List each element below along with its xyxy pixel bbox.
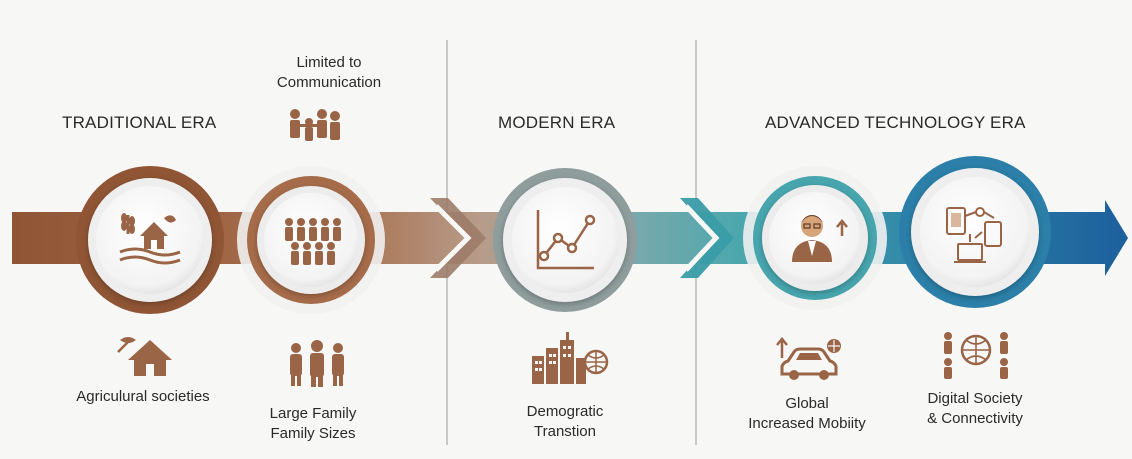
milestone-mobility xyxy=(743,166,887,310)
milestone-digital xyxy=(899,156,1051,308)
village-house-icon xyxy=(117,337,172,376)
family-icon xyxy=(290,340,344,387)
era-title-modern: MODERN ERA xyxy=(498,113,616,132)
chevron-divider-icon xyxy=(684,204,720,272)
caption-digital: Digital Society & Connectivity xyxy=(927,390,1023,427)
milestone-demographic xyxy=(493,168,637,312)
chevron-divider-icon xyxy=(434,204,472,272)
era-title-traditional: TRADITIONAL ERA xyxy=(62,113,217,132)
farm-house-icon xyxy=(119,213,181,265)
caption-communication: Limited to Communication xyxy=(276,54,382,91)
chevron-divider-icon xyxy=(680,198,734,278)
people-group-icon xyxy=(290,109,340,141)
global-network-icon xyxy=(944,332,1008,379)
city-buildings-icon xyxy=(532,332,609,384)
caption-mobility: Global Increased Mobiity xyxy=(748,395,866,432)
chevron-divider-icon xyxy=(430,198,486,278)
growth-chart-icon xyxy=(536,210,596,270)
era-title-advanced: ADVANCED TECHNOLOGY ERA xyxy=(765,113,1026,132)
professional-person-icon xyxy=(792,215,848,262)
caption-agricultural: Agriculural societies xyxy=(76,388,210,405)
crowd-icon xyxy=(285,218,341,265)
car-mobility-icon xyxy=(776,337,841,380)
connected-devices-icon xyxy=(946,207,1002,263)
caption-family: Large Family Family Sizes xyxy=(269,405,357,442)
caption-demographic: Demogratic Transtion xyxy=(526,403,604,440)
